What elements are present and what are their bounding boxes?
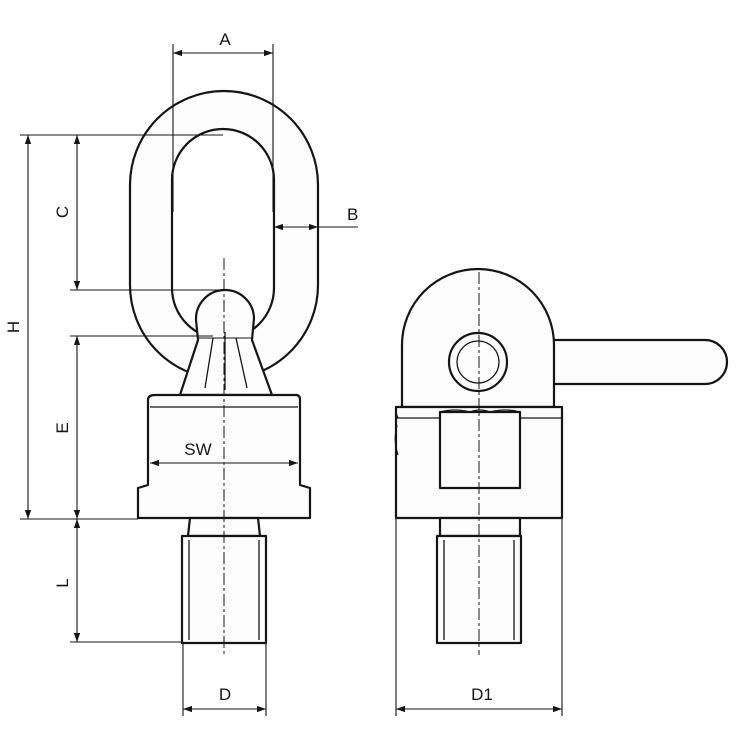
pin-outer [447, 331, 509, 393]
dim-e-label: E [53, 422, 72, 433]
dim-c-label: C [53, 206, 72, 218]
dim-sw-label: SW [184, 440, 211, 459]
dim-a-ext [172, 44, 274, 212]
dim-d1-label: D1 [471, 685, 493, 704]
dim-d-label: D [219, 685, 231, 704]
side-neck [438, 516, 522, 538]
hex-nut [438, 410, 522, 490]
hex-top-arc [439, 409, 521, 413]
lifting-ring [128, 89, 320, 381]
shank-detail [204, 332, 248, 390]
dim-d1-ext [395, 519, 563, 716]
front-view [128, 89, 320, 655]
dim-d-ext [182, 642, 267, 716]
pin-inner [456, 340, 500, 384]
thread-lines [188, 540, 260, 640]
dim-h-label: H [4, 321, 23, 333]
dimensions: A B H C E L SW D D1 [4, 30, 563, 716]
dim-l-label: L [53, 578, 72, 587]
pivot-shank [178, 288, 274, 397]
side-view [394, 267, 729, 655]
side-thread-lines [443, 540, 515, 640]
dim-b-label: B [347, 205, 358, 224]
dim-a-label: A [219, 30, 231, 49]
